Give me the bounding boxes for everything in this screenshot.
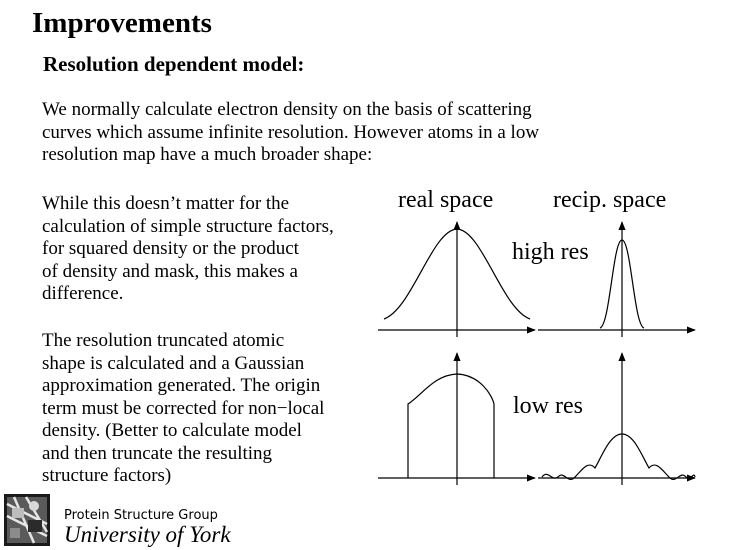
university-name: University of York bbox=[64, 522, 231, 547]
paragraph-line: and then truncate the resulting bbox=[42, 442, 273, 464]
high-res-label: high res bbox=[512, 239, 589, 265]
real-high-curve bbox=[383, 228, 531, 320]
intro-line: We normally calculate electron density o… bbox=[42, 99, 532, 120]
paragraph-line: structure factors) bbox=[42, 465, 172, 486]
real-space-label: real space bbox=[398, 187, 494, 213]
structure-factor-paragraph: While this doesn’t matter for the calcul… bbox=[42, 193, 334, 306]
intro-paragraph: We normally calculate electron density o… bbox=[42, 99, 539, 167]
paragraph-line: calculation of simple structure factors, bbox=[42, 215, 334, 237]
real-low-curve bbox=[407, 373, 495, 478]
recip-low-curve bbox=[541, 433, 696, 480]
recip-space-label: recip. space bbox=[553, 187, 667, 213]
paragraph-line: difference. bbox=[42, 283, 124, 304]
paragraph-line: term must be corrected for non−local bbox=[42, 397, 325, 419]
paragraph-line: While this doesn’t matter for the bbox=[42, 193, 290, 214]
truncation-paragraph: The resolution truncated atomic shape is… bbox=[42, 330, 324, 488]
paragraph-line: approximation generated. The origin bbox=[42, 375, 321, 396]
page-title: Improvements bbox=[32, 7, 212, 39]
intro-line: resolution map have a much broader shape… bbox=[42, 144, 373, 165]
group-name: Protein Structure Group bbox=[64, 508, 218, 523]
paragraph-line: The resolution truncated atomic bbox=[42, 330, 285, 351]
low-res-label: low res bbox=[513, 393, 583, 419]
recip-high-curve bbox=[599, 239, 645, 329]
paragraph-line: shape is calculated and a Gaussian bbox=[42, 352, 305, 374]
university-logo-icon bbox=[4, 494, 50, 546]
paragraph-line: for squared density or the product bbox=[42, 238, 299, 259]
paragraph-line: of density and mask, this makes a bbox=[42, 260, 298, 282]
intro-line: curves which assume infinite resolution.… bbox=[42, 121, 540, 143]
density-figure bbox=[378, 221, 696, 485]
section-subtitle: Resolution dependent model: bbox=[43, 52, 305, 76]
paragraph-line: density. (Better to calculate model bbox=[42, 420, 302, 441]
